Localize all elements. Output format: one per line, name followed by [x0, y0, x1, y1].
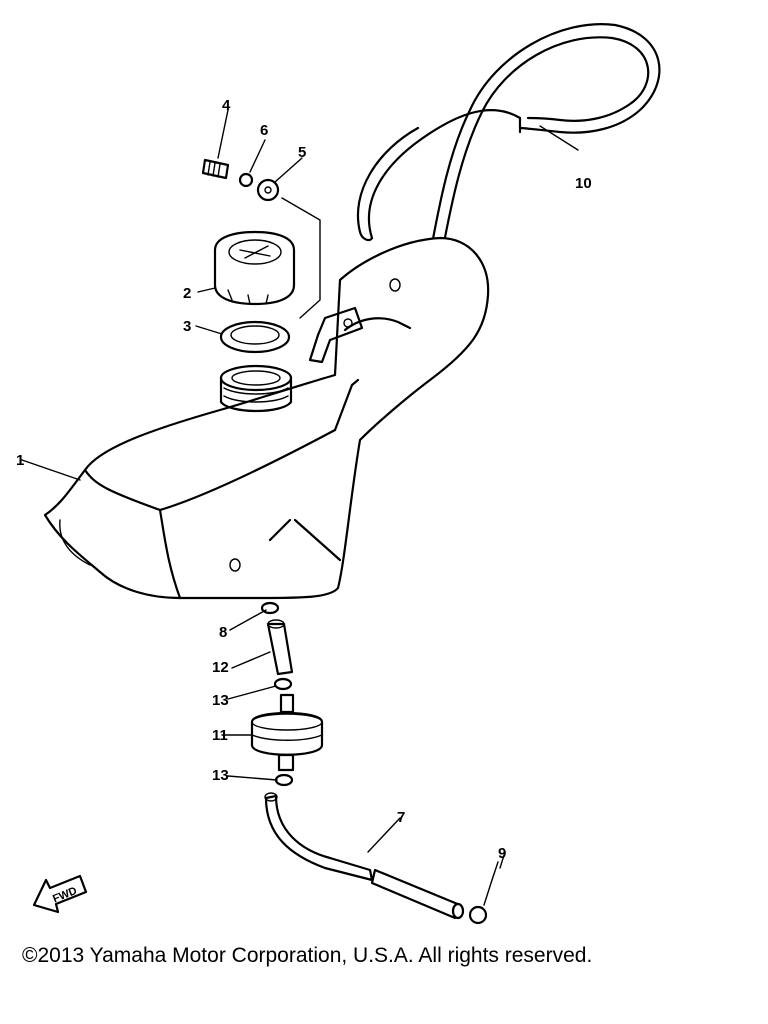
part-label-8: 8 [219, 624, 227, 641]
part-label-10: 10 [575, 175, 592, 192]
copyright-notice: ©2013 Yamaha Motor Corporation, U.S.A. A… [22, 944, 593, 967]
part-label-12: 12 [212, 659, 229, 676]
part-label-11: 11 [212, 727, 228, 744]
filler-neck [219, 364, 293, 413]
part-label-4: 4 [222, 97, 231, 114]
breather-hose [356, 23, 661, 257]
part-label-1: 1 [16, 452, 24, 469]
fwd-arrow-icon: FWD [32, 874, 88, 914]
part-label-5: 5 [298, 144, 306, 161]
part-label-2: 2 [183, 285, 191, 302]
fuel-cap [213, 230, 296, 306]
part-label-6: 6 [260, 122, 268, 139]
part-labels: 4 6 5 2 3 1 10 8 12 13 11 13 7 9 [16, 97, 592, 862]
part-label-13-upper: 13 [212, 692, 229, 709]
part-label-3: 3 [183, 318, 191, 335]
part-label-9: 9 [498, 845, 506, 862]
fuel-tank [43, 236, 490, 600]
fuel-line-upper [260, 601, 294, 691]
part-label-13-lower: 13 [212, 767, 229, 784]
bolt-and-washers [201, 158, 321, 319]
fuel-line-lower [264, 792, 499, 925]
fuel-filter [250, 693, 324, 787]
part-label-7: 7 [397, 809, 405, 826]
leader-lines [21, 109, 579, 869]
gasket [219, 320, 291, 354]
